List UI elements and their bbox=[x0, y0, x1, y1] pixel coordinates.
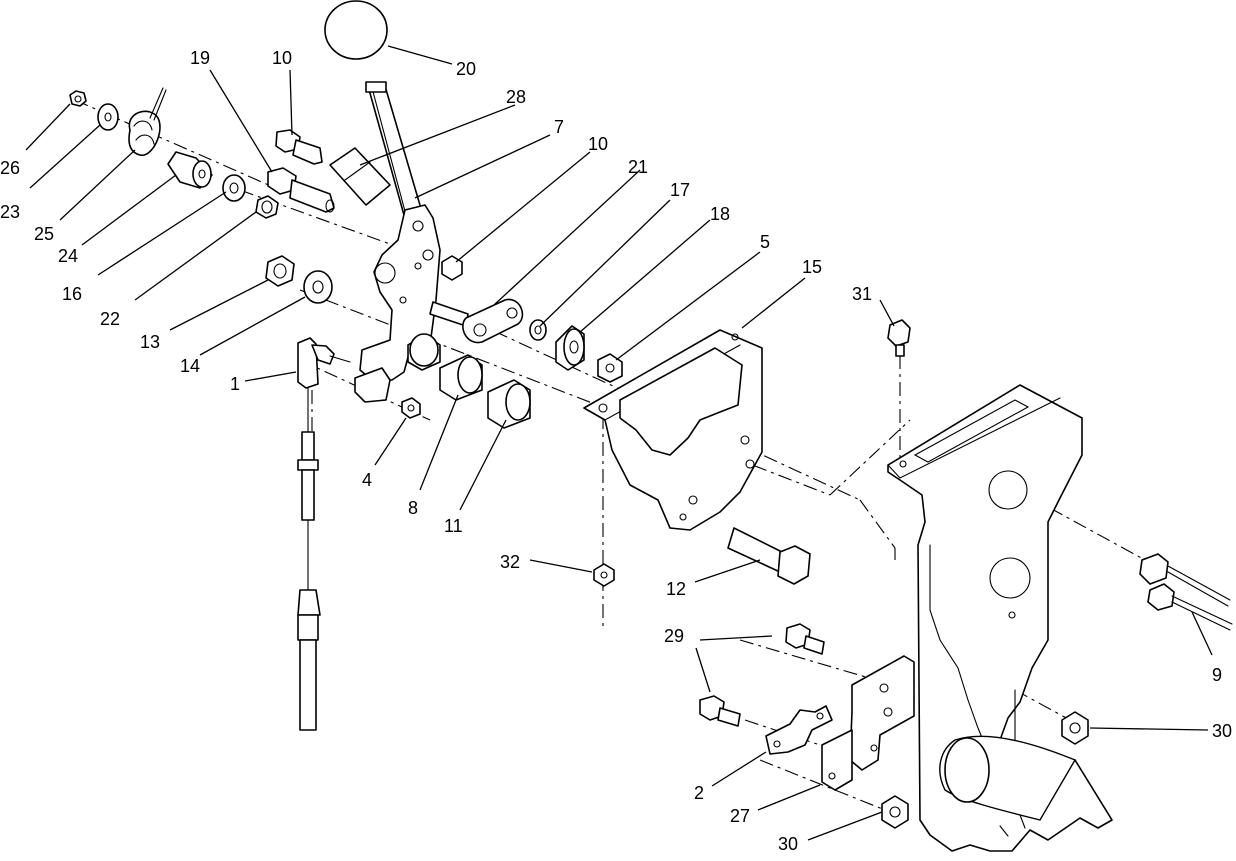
nut-30-bottom bbox=[881, 795, 909, 829]
callout-19: 19 bbox=[190, 48, 210, 68]
callout-17: 17 bbox=[670, 180, 690, 200]
nut-4 bbox=[401, 397, 421, 419]
bushing-11 bbox=[487, 379, 531, 429]
callout-4: 4 bbox=[362, 470, 372, 490]
callout-5: 5 bbox=[760, 232, 770, 252]
washer-23 bbox=[97, 103, 119, 131]
washer-16 bbox=[222, 174, 246, 202]
callout-8: 8 bbox=[408, 498, 418, 518]
callout-21: 21 bbox=[628, 157, 648, 177]
bolt-29-lower bbox=[699, 695, 741, 727]
link-21 bbox=[462, 298, 524, 344]
bolt-10-upper bbox=[275, 129, 323, 165]
switch-9 bbox=[1139, 553, 1233, 631]
callout-25: 25 bbox=[34, 224, 54, 244]
nut-32 bbox=[593, 563, 615, 587]
spring-25 bbox=[128, 87, 167, 156]
callout-15: 15 bbox=[802, 257, 822, 277]
callout-24: 24 bbox=[58, 246, 78, 266]
washer-14 bbox=[303, 270, 333, 304]
bracket-15 bbox=[583, 329, 763, 531]
callout-16: 16 bbox=[62, 284, 82, 304]
bolt-29-upper bbox=[785, 623, 825, 655]
callout-22: 22 bbox=[100, 309, 120, 329]
bracket-27 bbox=[821, 655, 915, 791]
spacer-24 bbox=[167, 151, 213, 189]
callout-11: 11 bbox=[444, 516, 463, 536]
knob-20 bbox=[324, 0, 388, 93]
callout-30-bottom: 30 bbox=[778, 834, 798, 854]
callout-14: 14 bbox=[180, 356, 200, 376]
nut-30-right bbox=[1061, 711, 1089, 745]
callout-30-right: 30 bbox=[1212, 721, 1232, 741]
bolt-12 bbox=[727, 527, 811, 585]
callout-29: 29 bbox=[664, 626, 684, 646]
cable-1 bbox=[297, 337, 351, 731]
callout-labels: 26 23 25 24 19 10 20 28 7 10 21 17 18 5 … bbox=[0, 48, 1232, 854]
callout-20: 20 bbox=[456, 59, 476, 79]
nut-22 bbox=[255, 195, 279, 219]
clamp-2 bbox=[765, 705, 833, 755]
callout-32: 32 bbox=[500, 552, 520, 572]
callout-23: 23 bbox=[0, 202, 20, 222]
pivot-shaft bbox=[429, 301, 469, 327]
nut-5 bbox=[597, 353, 623, 383]
plate-28 bbox=[329, 147, 391, 206]
bolt-31 bbox=[887, 319, 911, 357]
callout-13: 13 bbox=[140, 332, 160, 352]
callout-9: 9 bbox=[1212, 665, 1222, 685]
callout-27: 27 bbox=[730, 806, 750, 826]
callout-7: 7 bbox=[554, 117, 564, 137]
washer-17 bbox=[529, 319, 547, 341]
chassis-frame bbox=[887, 384, 1113, 852]
bushing-main bbox=[407, 333, 441, 371]
callout-12: 12 bbox=[666, 579, 686, 599]
callout-2: 2 bbox=[694, 783, 704, 803]
callout-1: 1 bbox=[230, 374, 240, 394]
callout-26: 26 bbox=[0, 158, 20, 178]
callout-28: 28 bbox=[506, 87, 526, 107]
nut-26 bbox=[69, 90, 87, 107]
callout-18: 18 bbox=[710, 204, 730, 224]
nut-13 bbox=[265, 255, 295, 287]
callout-31: 31 bbox=[852, 284, 872, 304]
bolt-19 bbox=[267, 167, 335, 213]
callout-10-right: 10 bbox=[588, 134, 608, 154]
bushing-8 bbox=[439, 354, 483, 401]
leader-lines bbox=[25, 45, 1213, 841]
callout-10-upper: 10 bbox=[272, 48, 292, 68]
spacer-18 bbox=[555, 325, 585, 371]
